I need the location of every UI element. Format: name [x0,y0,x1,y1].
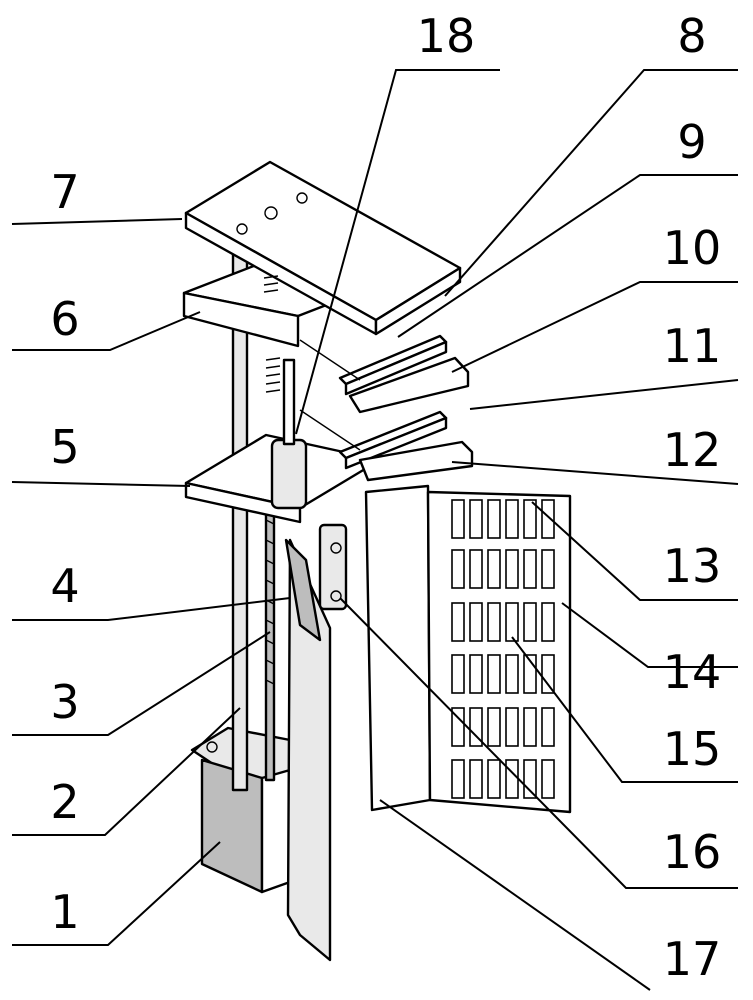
label-5: 5 [50,420,79,474]
leader-line-12 [451,461,739,485]
label-16: 16 [663,825,722,879]
lead-screw [264,488,276,782]
clamp-screw-upper [330,542,342,554]
gripper-fingers [299,334,474,482]
leader-line-8 [444,69,738,297]
leader-line-10 [451,281,738,373]
label-6: 6 [50,292,79,346]
label-13: 13 [663,539,722,593]
label-15: 15 [663,722,722,776]
label-2: 2 [50,775,79,829]
leader-line-14 [561,602,738,668]
leader-line-9 [397,174,738,338]
spring [263,275,281,393]
clamp-screw-lower [330,590,342,602]
leader-line-6 [12,311,201,351]
device-drawing [182,160,572,962]
label-12: 12 [663,423,722,477]
motor-side [260,768,292,894]
leader-line-4 [12,597,291,621]
label-3: 3 [50,675,79,729]
label-7: 7 [50,165,79,219]
label-11: 11 [663,319,722,373]
leader-line-1 [12,841,221,946]
leader-line-7 [11,218,183,225]
blade-holder [284,538,322,642]
base-bolt-hole [206,741,218,753]
label-1: 1 [50,885,79,939]
cutting-blade [286,538,332,962]
leader-line-15 [511,636,738,783]
leader-line-18 [295,69,500,435]
leader-line-3 [12,631,271,736]
plate-7-side [374,266,462,336]
label-14: 14 [663,645,722,699]
leader-line-17 [379,799,651,991]
leader-line-13 [531,501,738,601]
plate-6-front [182,291,300,348]
label-8: 8 [677,9,706,63]
reference-numerals: 7 6 5 4 3 2 1 18 8 9 10 11 12 13 14 15 1… [50,9,721,986]
side-clamp [318,523,348,611]
plate-5-front [184,481,302,524]
leader-line-2 [12,707,241,836]
plate-7-holes [236,192,308,235]
label-10: 10 [663,221,722,275]
label-4: 4 [50,559,79,613]
cylinder-rod [282,358,296,446]
label-17: 17 [663,932,722,986]
leader-line-5 [11,481,191,487]
vertical-frame [364,484,432,812]
cylinder [270,438,308,510]
leader-line-11 [469,379,739,410]
label-18: 18 [417,9,476,63]
leader-lines [11,69,739,991]
leader-line-16 [339,597,738,889]
slotted-plate-slots [451,499,555,799]
label-9: 9 [677,115,706,169]
